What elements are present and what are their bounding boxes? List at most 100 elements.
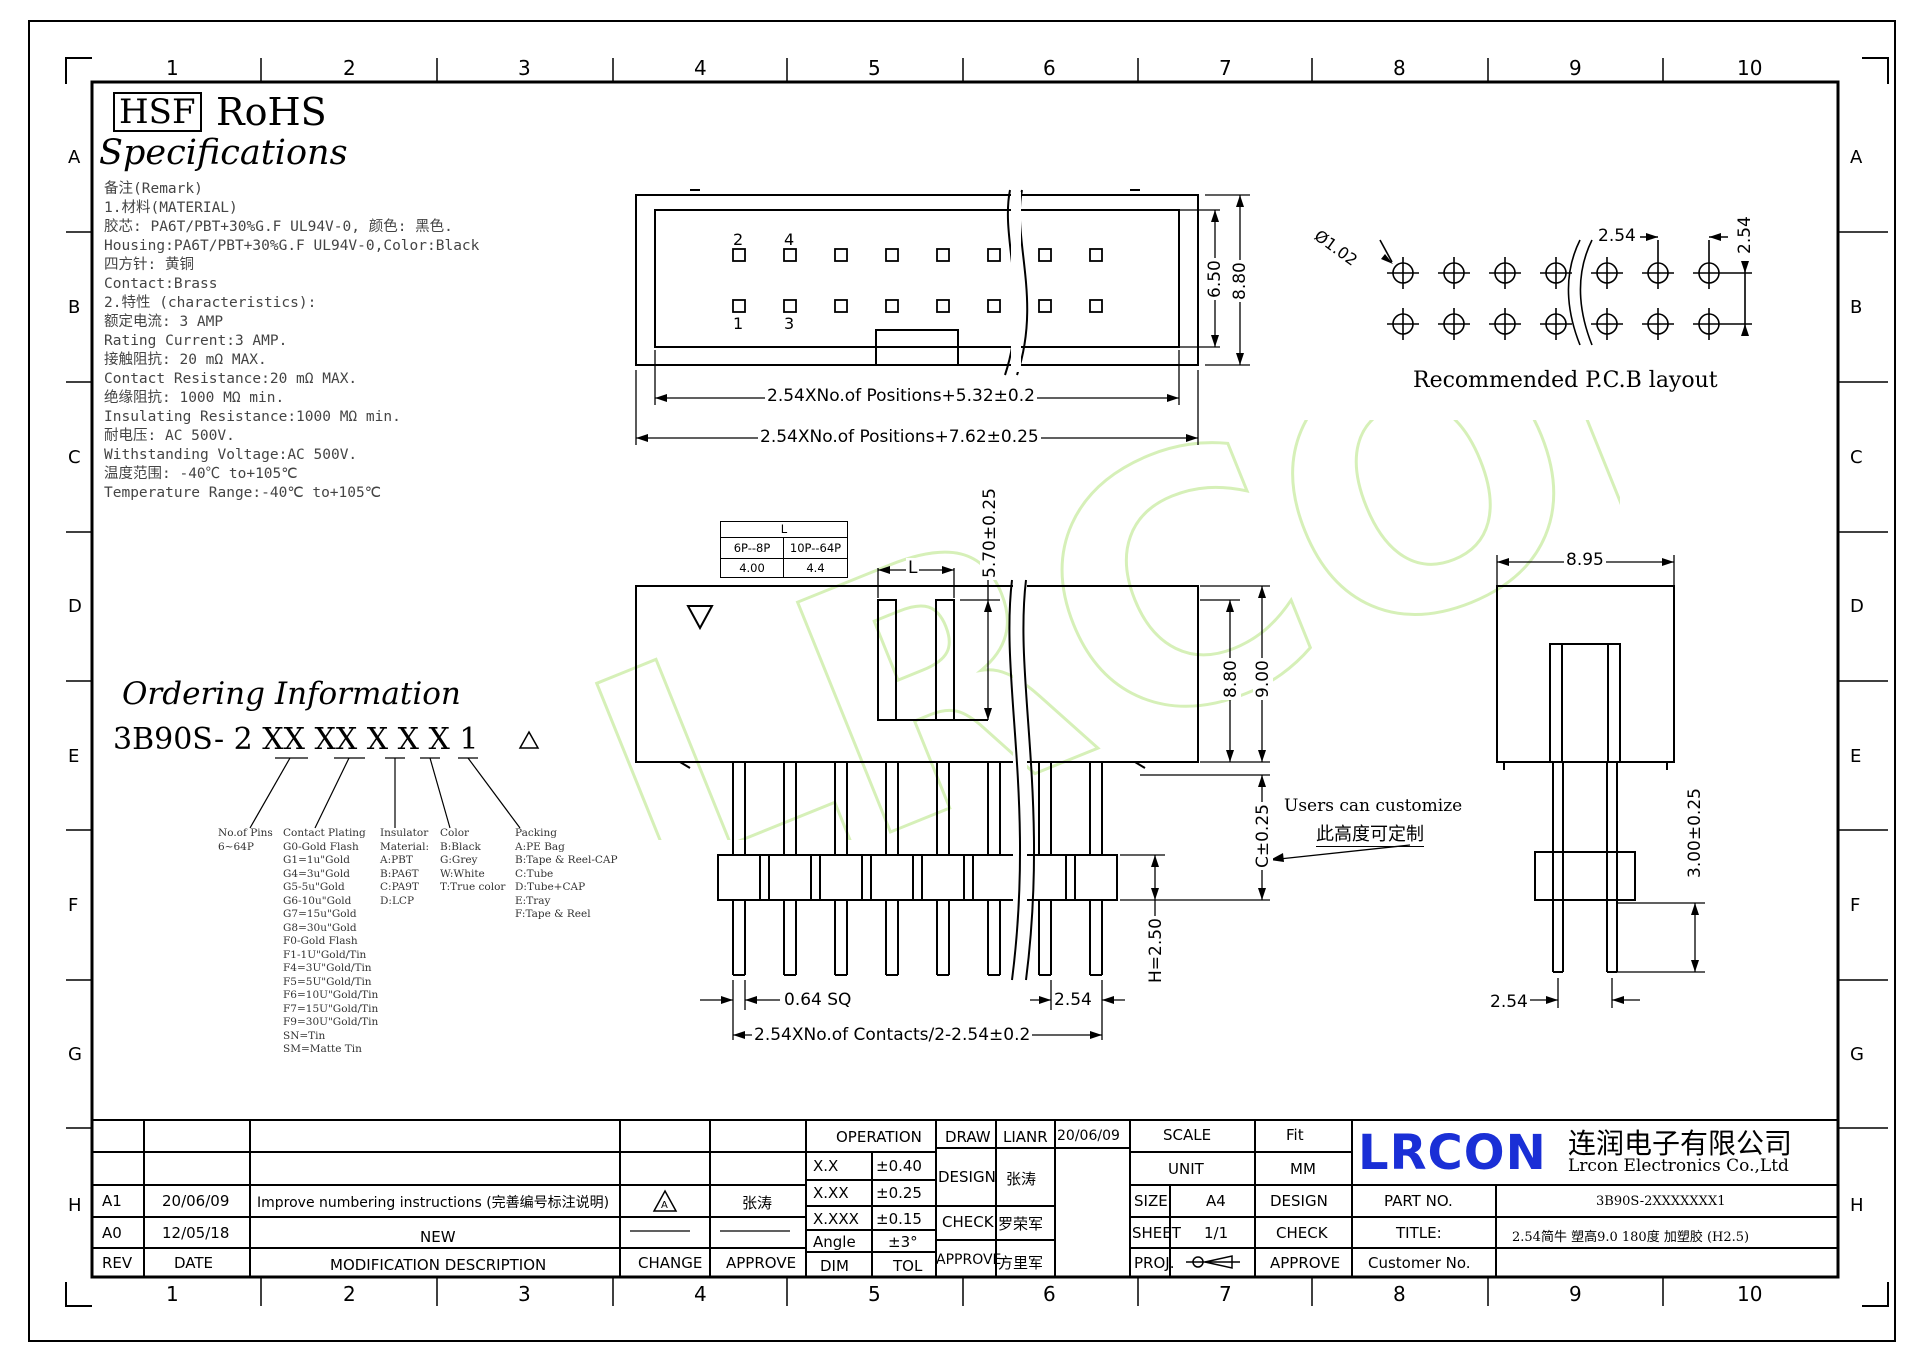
l-table-header: L (721, 522, 847, 538)
l-table: L 6P--8P 10P--64P 4.00 4.4 (720, 521, 848, 578)
dim-8-95: 8.95 (1564, 550, 1606, 570)
ordering-item: G1=1u"Gold (283, 854, 350, 866)
ordering-item: C:PA9T (380, 881, 419, 893)
ordering-item: G8=30u"Gold (283, 921, 357, 934)
grid-col-2-bottom: 2 (343, 1282, 356, 1306)
check-label: CHECK (942, 1213, 994, 1231)
ordering-title: Ordering Information (122, 676, 461, 712)
ordering-item: G:Grey (440, 854, 478, 866)
grid-row-b-right: B (1850, 297, 1863, 318)
scale-value: Fit (1286, 1126, 1304, 1144)
hsf-mark: HSF (113, 92, 202, 132)
grid-col-8: 8 (1393, 56, 1406, 80)
grid-row-e-right: E (1850, 746, 1862, 767)
remark-line: Temperature Range:-40℃ to+105℃ (104, 485, 382, 501)
outer-frame (28, 20, 1896, 1342)
remark-line: Withstanding Voltage:AC 500V. (104, 447, 358, 463)
tol-label: TOL (893, 1257, 923, 1275)
header-desc: MODIFICATION DESCRIPTION (330, 1256, 547, 1274)
tol-xx-val: ±0.40 (876, 1157, 922, 1175)
grid-row-h-right: H (1850, 1195, 1864, 1216)
grid-col-3-bottom: 3 (518, 1282, 531, 1306)
scale-label: SCALE (1163, 1126, 1212, 1144)
ordering-item: G0-Gold Flash (283, 840, 359, 853)
ordering-item: No.of Pins (218, 827, 273, 839)
ordering-item: F7=15U"Gold/Tin (283, 1002, 379, 1015)
tol-xx: X.X (813, 1157, 839, 1175)
tol-xxx: X.XX (813, 1184, 849, 1202)
draw-label: DRAW (945, 1128, 991, 1146)
remark-line: 1.材料(MATERIAL) (104, 200, 238, 216)
check-name: 罗荣军 (998, 1215, 1044, 1233)
grid-row-f-right: F (1850, 895, 1861, 916)
grid-col-2: 2 (343, 56, 356, 80)
dim-l: L (906, 558, 920, 578)
remark-line: 胶芯: PA6T/PBT+30%G.F UL94V-0, 颜色: 黑色. (104, 219, 453, 235)
header-approve: APPROVE (726, 1254, 797, 1272)
grid-col-7: 7 (1219, 56, 1232, 80)
l-table-col2: 10P--64P (784, 538, 847, 559)
ordering-item: D:LCP (380, 894, 415, 907)
remark-line: Contact:Brass (104, 276, 218, 292)
remark-line: 2.特性 (characteristics): (104, 295, 317, 311)
proj-label: PROJ. (1134, 1254, 1175, 1272)
operation-label: OPERATION (836, 1128, 922, 1146)
grid-col-7-bottom: 7 (1219, 1282, 1232, 1306)
grid-col-8-bottom: 8 (1393, 1282, 1406, 1306)
tol-xxxx-val: ±0.15 (876, 1210, 922, 1228)
ordering-item: D:Tube+CAP (515, 881, 586, 893)
customize-note-cn: 此高度可定制 (1316, 820, 1424, 847)
rev-a1: A1 (102, 1192, 122, 1210)
title-label: TITLE: (1396, 1224, 1442, 1242)
customize-note-en: Users can customize (1284, 796, 1463, 816)
date-a0: 12/05/18 (162, 1224, 230, 1242)
ordering-col-packing: Packing A:PE Bag B:Tape & Reel-CAP C:Tub… (515, 827, 618, 922)
draw-name: LIANR (1003, 1128, 1048, 1146)
remark-line: Contact Resistance:20 mΩ MAX. (104, 371, 358, 387)
ordering-item: W:White (440, 867, 485, 880)
pin-label: 2 (733, 230, 744, 249)
title-value: 2.54简牛 塑高9.0 180度 加塑胶 (H2.5) (1512, 1230, 1750, 1245)
grid-row-c-right: C (1850, 447, 1863, 468)
pcb-pitch-h: 2.54 (1596, 226, 1638, 246)
check2-label: CHECK (1276, 1224, 1328, 1242)
tol-angle-val: ±3° (888, 1233, 918, 1251)
tol-xxx-val: ±0.25 (876, 1184, 922, 1202)
ordering-item: G5-5u"Gold (283, 881, 345, 893)
ordering-item: Insulator (380, 827, 429, 839)
design2-label: DESIGN (1270, 1192, 1328, 1210)
unit-value: MM (1290, 1160, 1316, 1178)
grid-col-6: 6 (1043, 56, 1056, 80)
remark-line: 温度范围: -40℃ to+105℃ (104, 466, 298, 482)
grid-col-9-bottom: 9 (1569, 1282, 1582, 1306)
svg-text:A: A (661, 1200, 668, 1211)
dim-label: DIM (820, 1257, 849, 1275)
remarks-block: 备注(Remark) 1.材料(MATERIAL) 胶芯: PA6T/PBT+3… (104, 180, 479, 503)
l-table-val2: 4.4 (806, 561, 825, 575)
remark-line: 四方针: 黄铜 (104, 257, 194, 273)
desc-a1: Improve numbering instructions (完善编号标注说明… (257, 1195, 610, 1211)
part-no-value: 3B90S-2XXXXXXX1 (1596, 1194, 1726, 1209)
dim-outer-width: 2.54XNo.of Positions+7.62±0.25 (758, 427, 1041, 447)
ordering-item: 6~64P (218, 840, 254, 853)
ordering-item: F0-Gold Flash (283, 935, 358, 947)
draw-date: 20/06/09 (1057, 1128, 1120, 1144)
grid-row-g-right: G (1850, 1044, 1864, 1065)
grid-col-3: 3 (518, 56, 531, 80)
customer-no-label: Customer No. (1368, 1254, 1471, 1272)
company-name-en: Lrcon Electronics Co.,Ltd (1568, 1156, 1789, 1176)
ordering-item: F5=5U"Gold/Tin (283, 975, 372, 988)
specifications-title: Specifications (99, 133, 348, 173)
l-table-col1: 6P--8P (721, 538, 784, 559)
ordering-item: F:Tape & Reel (515, 908, 591, 920)
remark-line: 额定电流: 3 AMP (104, 314, 224, 330)
dim-0-64-sq: 0.64 SQ (782, 990, 854, 1010)
tol-xxxx: X.XXX (813, 1210, 859, 1228)
approve-label: APPROVE (936, 1252, 1002, 1268)
ordering-item: B:PA6T (380, 867, 419, 880)
